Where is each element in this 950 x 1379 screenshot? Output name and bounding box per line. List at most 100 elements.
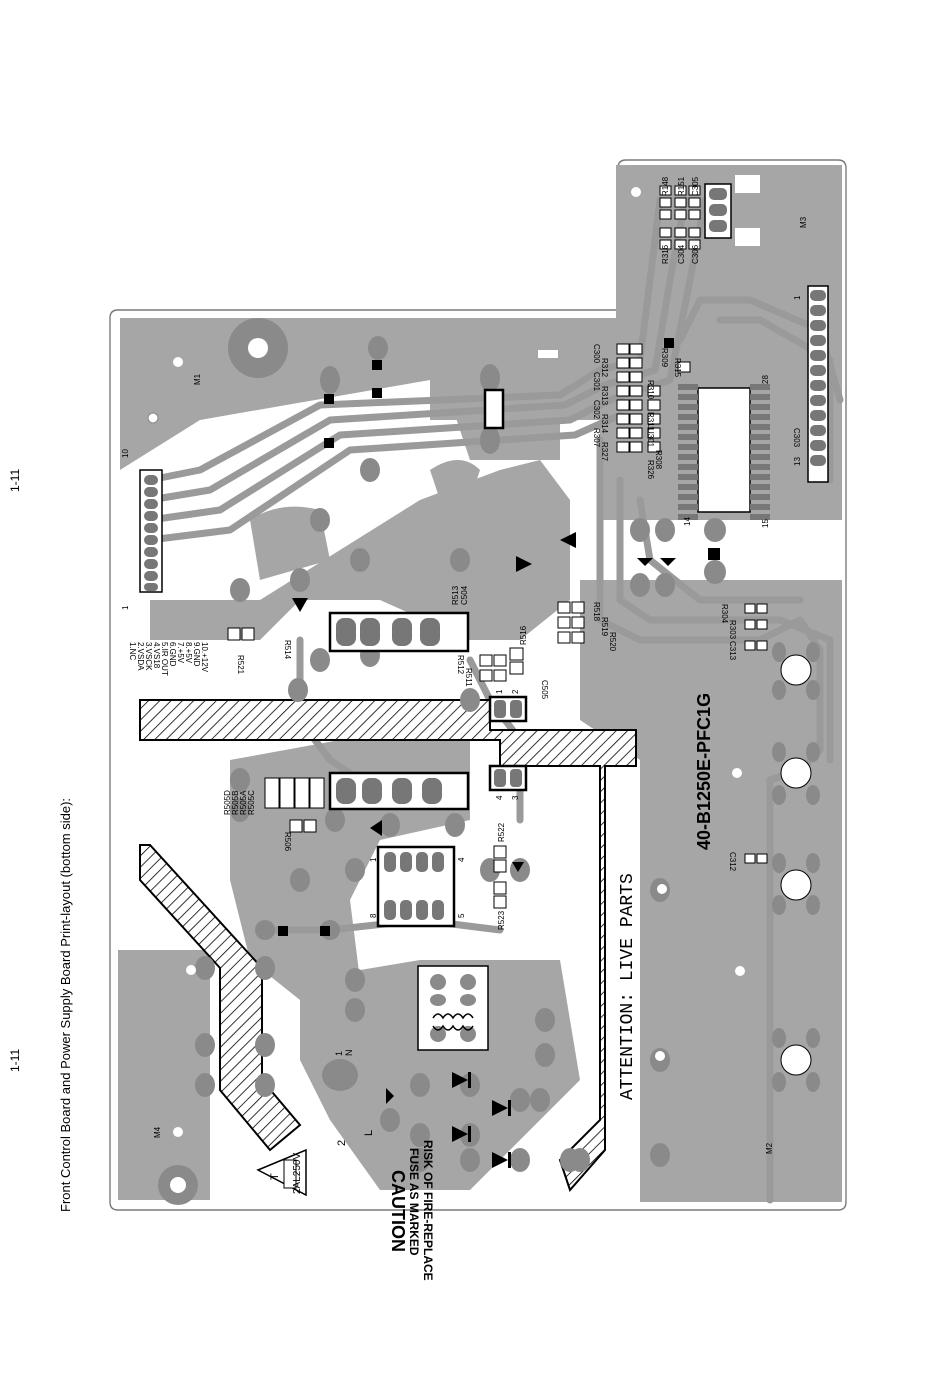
pin-num: 4 bbox=[495, 795, 504, 800]
pin-num: 3 bbox=[511, 795, 520, 800]
ref-r307: R307 bbox=[592, 428, 601, 448]
ref-r148: R148 bbox=[661, 176, 670, 196]
fuse-warning-triangle bbox=[256, 1148, 307, 1197]
m2-label: M2 bbox=[765, 1142, 774, 1154]
pin-label: 8.+5V bbox=[184, 642, 193, 664]
ref-r520: R520 bbox=[608, 632, 617, 652]
mounting-hole-labels: M1 M2 M3 M4 bbox=[153, 216, 808, 1154]
ref-r522: R522 bbox=[497, 822, 506, 842]
connector-pin-labels: 1.NC 2.VSDA 3.VSCK 4.VS18 5.IR OUT 6.GND… bbox=[128, 642, 209, 676]
transformer bbox=[417, 965, 489, 1051]
ref-r327: R327 bbox=[600, 442, 609, 462]
pin-num: 5 bbox=[457, 913, 466, 918]
pin-num: 1 bbox=[369, 857, 378, 862]
switches bbox=[772, 642, 820, 1092]
ic-pin-pads bbox=[336, 618, 522, 920]
ref-c303: C303 bbox=[792, 428, 801, 448]
ref-r312: R312 bbox=[600, 358, 609, 378]
m3-label: M3 bbox=[799, 216, 808, 228]
ref-c302: C302 bbox=[592, 400, 601, 420]
ref-r310: R310 bbox=[646, 380, 655, 400]
pin-num: 13 bbox=[793, 457, 802, 466]
pin-label: 9.GND bbox=[192, 642, 201, 667]
ref-r514: R514 bbox=[283, 640, 292, 660]
ic-pin-numbers: 1 4 5 8 28 15 14 13 1 1 2 4 3 bbox=[369, 295, 802, 918]
ref-r308: R308 bbox=[654, 450, 663, 470]
ref-c304: C304 bbox=[677, 244, 686, 264]
pin10-label: 10 bbox=[121, 449, 130, 458]
risk-text-line1: RISK OF FIRE-REPLACE bbox=[421, 1140, 435, 1281]
ref-r505c: R505C bbox=[247, 790, 256, 815]
smd-black-pads bbox=[278, 338, 720, 936]
pin-label: 3.VSCK bbox=[144, 642, 153, 671]
ref-r314: R314 bbox=[600, 414, 609, 434]
ref-r523: R523 bbox=[497, 910, 506, 930]
ref-r304: R304 bbox=[720, 604, 729, 624]
risk-text-line2: FUSE AS MARKED bbox=[407, 1148, 421, 1256]
part-number-text: 40-B1250E-PFC1G bbox=[694, 693, 714, 850]
pin-num: 1 bbox=[793, 295, 802, 300]
ref-c504: C504 bbox=[460, 585, 469, 605]
pin-num: 8 bbox=[369, 913, 378, 918]
pin-num: 2 bbox=[511, 689, 520, 694]
caution-text: CAUTION bbox=[388, 1170, 408, 1252]
pin-label: 6.GND bbox=[168, 642, 177, 667]
ref-r303: R303 bbox=[728, 620, 737, 640]
mounting-holes bbox=[147, 187, 801, 1205]
ref-r511: R511 bbox=[464, 668, 473, 687]
diodes bbox=[292, 532, 676, 1168]
connector-right bbox=[807, 285, 829, 483]
pin-label: 7.+5V bbox=[176, 642, 185, 664]
pin-num: 14 bbox=[683, 517, 692, 526]
ref-c312: C312 bbox=[728, 852, 737, 872]
ref-u301: U301 bbox=[646, 428, 655, 448]
ref-c306: C306 bbox=[691, 244, 700, 264]
pin-num: 15 bbox=[761, 519, 770, 528]
ref-c300: C300 bbox=[592, 344, 601, 364]
pin-label: 2.VSDA bbox=[136, 642, 145, 671]
ref-r311: R311 bbox=[646, 412, 655, 431]
ref-r519: R519 bbox=[600, 617, 609, 637]
ref-r309: R309 bbox=[660, 348, 669, 368]
reference-designators: R148 R151 C305 R316 C304 C306 R521 R514 … bbox=[223, 176, 801, 930]
pin-label: 1.NC bbox=[128, 642, 137, 660]
ref-r521: R521 bbox=[236, 655, 245, 675]
m4-label: M4 bbox=[153, 1126, 162, 1138]
pin-num: 4 bbox=[457, 857, 466, 862]
mains-n-text: N bbox=[344, 1050, 354, 1057]
pin-label: 4.VS18 bbox=[152, 642, 161, 669]
pin-num: 28 bbox=[761, 375, 770, 384]
fuse-t-text: T bbox=[269, 1173, 281, 1180]
ref-r313: R313 bbox=[600, 386, 609, 406]
ref-r505a: R505A bbox=[239, 790, 248, 815]
ref-r512: R512 bbox=[456, 655, 465, 675]
smd-pads-cluster bbox=[227, 185, 768, 909]
ref-r316: R316 bbox=[661, 244, 670, 264]
ref-c305: C305 bbox=[691, 176, 700, 196]
isolation-zones bbox=[139, 699, 637, 1192]
connector-10pin bbox=[139, 469, 163, 593]
ref-r315: R315 bbox=[673, 358, 682, 378]
ref-r516: R516 bbox=[519, 625, 528, 645]
ref-r506: R506 bbox=[283, 832, 292, 852]
ref-c505: C505 bbox=[540, 680, 549, 700]
pin1-label: 1 bbox=[121, 605, 130, 610]
pin-label: 10.+12V bbox=[200, 642, 209, 673]
ref-r513: R513 bbox=[451, 585, 460, 605]
ref-r326: R326 bbox=[646, 460, 655, 480]
mains-1-text: 1 bbox=[334, 1051, 344, 1056]
pin-label: 5.IR OUT bbox=[160, 642, 169, 676]
m1-label: M1 bbox=[193, 373, 202, 385]
ref-r151: R151 bbox=[677, 176, 686, 196]
attention-text: ATTENTION: LIVE PARTS bbox=[618, 873, 638, 1100]
ref-r518: R518 bbox=[592, 602, 601, 622]
ic-u301 bbox=[678, 384, 770, 520]
resistor-array-r505 bbox=[264, 777, 325, 809]
mains-2-text: 2 bbox=[336, 1140, 348, 1146]
ref-r505b: R505B bbox=[231, 791, 240, 815]
fuse-rating-text: 2AL250V bbox=[292, 1153, 303, 1194]
pin-num: 1 bbox=[495, 689, 504, 694]
ref-c301: C301 bbox=[592, 372, 601, 392]
ref-c313: C313 bbox=[728, 641, 737, 661]
